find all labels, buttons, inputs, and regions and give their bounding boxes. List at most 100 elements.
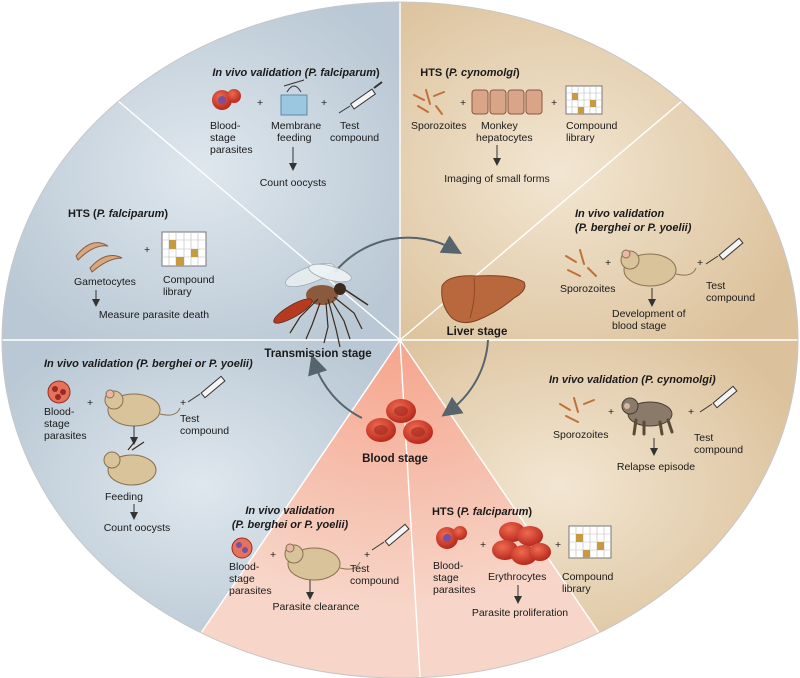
svg-text:Test: Test (340, 120, 359, 132)
svg-text:Compound: Compound (163, 274, 215, 286)
panel-liver-hts-pc: HTS (P. cynomolgi) Sporozoites + Monkey … (411, 67, 618, 185)
svg-text:In vivo validation: In vivo validation (245, 505, 335, 517)
svg-text:Measure parasite death: Measure parasite death (99, 309, 209, 321)
svg-text:Parasite clearance: Parasite clearance (273, 601, 360, 613)
panel-liver-invivo-pb: In vivo validation (P. berghei or P. yoe… (560, 208, 755, 332)
plus-sign: + (87, 397, 93, 409)
svg-text:library: library (562, 583, 591, 595)
membrane-feeder-icon (280, 79, 308, 116)
syringe-icon (705, 237, 744, 265)
mouse-icon (284, 543, 361, 581)
svg-text:stage: stage (44, 418, 70, 430)
sector-blood (201, 340, 599, 678)
syringe-icon (699, 385, 738, 413)
plus-sign: + (688, 406, 694, 418)
plus-sign: + (180, 397, 186, 409)
plus-sign: + (321, 97, 327, 109)
panel-title: HTS (P. falciparum) (68, 208, 168, 220)
plus-sign: + (270, 549, 276, 561)
plus-sign: + (480, 539, 486, 551)
panel-blood-hts-pf: HTS (P. falciparum) Blood- stage parasit… (432, 506, 614, 619)
red-blood-cell-icon (492, 522, 551, 565)
plus-sign: + (608, 406, 614, 418)
svg-text:Compound: Compound (562, 571, 614, 583)
compound-library-grid-icon (161, 231, 207, 267)
svg-text:Blood-: Blood- (433, 560, 464, 572)
svg-text:Imaging of small forms: Imaging of small forms (444, 173, 550, 185)
panel-blood-invivo-pb: In vivo validation (P. berghei or P. yoe… (229, 505, 410, 613)
plus-sign: + (551, 97, 557, 109)
sporozoites-icon (559, 397, 595, 423)
panel-transmission-invivo-pf: In vivo validation (P. falciparum) Blood… (210, 67, 383, 189)
plus-sign: + (460, 97, 466, 109)
svg-text:compound: compound (330, 132, 379, 144)
red-blood-cell-icon (212, 89, 241, 110)
syringe-icon (371, 523, 410, 551)
liver-icon (441, 275, 526, 324)
svg-text:Erythrocytes: Erythrocytes (488, 571, 546, 583)
red-blood-cell-icon (366, 399, 433, 444)
svg-text:compound: compound (706, 292, 755, 304)
svg-text:Monkey: Monkey (481, 120, 519, 132)
sporozoites-icon (413, 89, 445, 115)
svg-text:Relapse episode: Relapse episode (617, 461, 695, 473)
panel-title: In vivo validation (P. falciparum) (212, 67, 380, 79)
transmission-stage-label: Transmission stage (264, 348, 371, 360)
blood-stage-label: Blood stage (362, 453, 428, 465)
compound-library-grid-icon (568, 525, 612, 559)
svg-text:Blood-: Blood- (44, 406, 75, 418)
svg-text:In vivo validation: In vivo validation (575, 208, 665, 220)
monkey-icon (621, 397, 674, 436)
compound-library-grid-icon (565, 85, 603, 115)
svg-text:Count oocysts: Count oocysts (260, 177, 327, 189)
svg-text:parasites: parasites (229, 585, 272, 597)
svg-text:Sporozoites: Sporozoites (553, 429, 608, 441)
mosquito-icon (273, 262, 369, 348)
svg-text:Development of: Development of (612, 308, 686, 320)
svg-text:Count oocysts: Count oocysts (104, 522, 171, 534)
svg-text:Test: Test (694, 432, 713, 444)
svg-text:blood stage: blood stage (612, 320, 666, 332)
svg-text:Compound: Compound (566, 120, 618, 132)
svg-text:(P. berghei or P. yoelii): (P. berghei or P. yoelii) (575, 222, 692, 234)
liver-stage-label: Liver stage (447, 326, 508, 338)
red-blood-cell-icon (436, 526, 467, 549)
svg-text:Feeding: Feeding (105, 491, 143, 503)
svg-text:compound: compound (180, 425, 229, 437)
life-cycle-arrows (308, 235, 489, 419)
gametocytes-icon (75, 242, 123, 273)
svg-text:Parasite proliferation: Parasite proliferation (472, 607, 568, 619)
syringe-icon (338, 81, 383, 114)
panel-liver-invivo-pc: In vivo validation (P. cynomolgi) Sporoz… (549, 374, 743, 473)
svg-text:compound: compound (350, 575, 399, 587)
svg-text:library: library (566, 132, 595, 144)
svg-text:stage: stage (433, 572, 459, 584)
svg-text:Test: Test (706, 280, 725, 292)
svg-text:Sporozoites: Sporozoites (560, 283, 615, 295)
svg-text:stage: stage (210, 132, 236, 144)
svg-text:parasites: parasites (433, 584, 476, 596)
svg-text:stage: stage (229, 573, 255, 585)
svg-text:Test: Test (180, 413, 199, 425)
plus-sign: + (697, 257, 703, 269)
svg-text:Blood-: Blood- (229, 561, 260, 573)
svg-text:parasites: parasites (210, 144, 253, 156)
plus-sign: + (144, 244, 150, 256)
plus-sign: + (605, 257, 611, 269)
sporozoites-icon (565, 249, 597, 277)
svg-text:Blood-: Blood- (210, 120, 241, 132)
svg-text:Sporozoites: Sporozoites (411, 120, 466, 132)
svg-text:Test: Test (350, 563, 369, 575)
svg-text:In vivo validation (P. berghei: In vivo validation (P. berghei or P. yoe… (44, 358, 253, 370)
mouse-icon (620, 249, 697, 287)
svg-text:Membrane: Membrane (271, 120, 321, 132)
svg-text:Gametocytes: Gametocytes (74, 276, 136, 288)
panel-transmission-hts-pf: HTS (P. falciparum) Gametocytes + Compou… (68, 208, 215, 321)
svg-text:hepatocytes: hepatocytes (476, 132, 533, 144)
mouse-icon (103, 439, 157, 486)
svg-text:parasites: parasites (44, 430, 87, 442)
svg-text:compound: compound (694, 444, 743, 456)
svg-text:In vivo validation (P. cynomol: In vivo validation (P. cynomolgi) (549, 374, 716, 386)
